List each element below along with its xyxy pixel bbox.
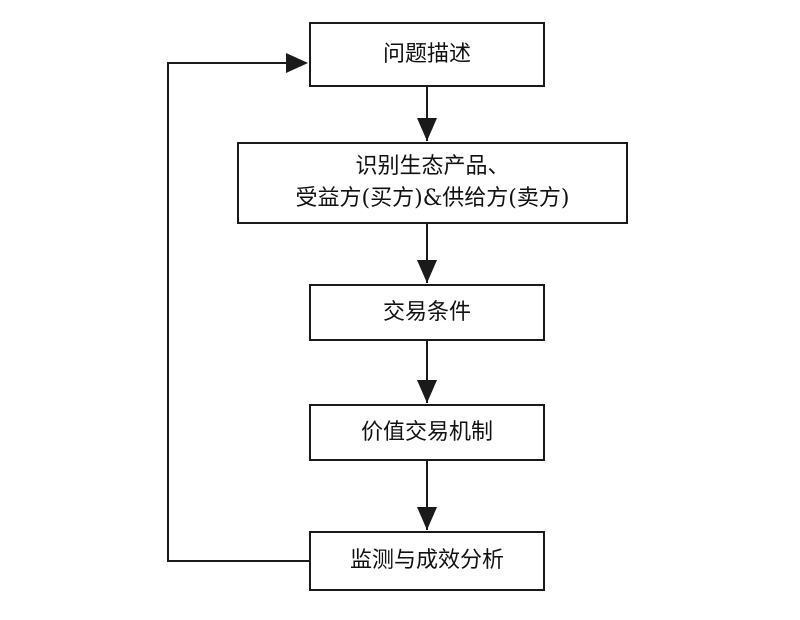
step-monitoring-and-effect-analysis: 监测与成效分析	[309, 531, 545, 591]
step-identify-label-line1: 识别生态产品、	[355, 154, 510, 179]
step-value-trading-mechanism-label: 价值交易机制	[360, 419, 493, 445]
step-monitoring-label: 监测与成效分析	[349, 548, 504, 573]
step-trading-conditions-label: 交易条件	[382, 299, 471, 325]
step-problem-description: 问题描述	[309, 22, 545, 87]
arrowhead-step4	[417, 380, 437, 403]
arrowhead-step2	[417, 118, 437, 141]
step-identify-products-and-parties: 识别生态产品、 受益方(买方)&供给方(卖方)	[237, 142, 628, 224]
feedback-loop-line	[167, 62, 309, 562]
step-problem-description-label: 问题描述	[382, 41, 471, 67]
arrowhead-step3	[417, 260, 437, 283]
feedback-loop-arrowhead	[286, 53, 308, 73]
step-value-trading-mechanism: 价值交易机制	[309, 404, 545, 461]
step-trading-conditions: 交易条件	[309, 284, 545, 341]
step-identify-label-line2: 受益方(买方)&供给方(卖方)	[295, 186, 570, 211]
arrowhead-step5	[417, 507, 437, 530]
